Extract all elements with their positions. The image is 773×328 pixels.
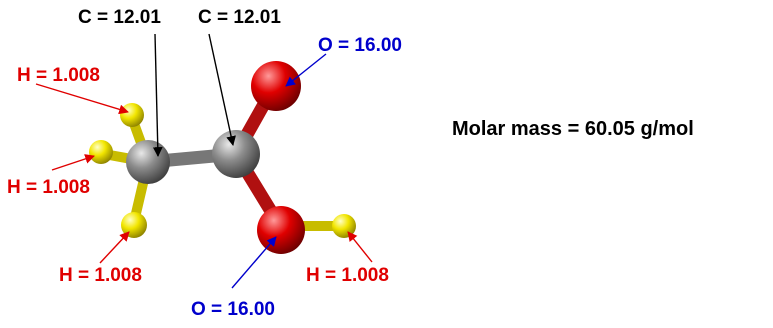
arrow-o-hydroxyl	[231, 236, 277, 289]
label-hydrogen-bottom: H = 1.008	[59, 265, 142, 286]
arrow-h-hydroxyl	[347, 231, 373, 263]
atom-hydrogen-left	[89, 140, 113, 164]
atom-carbon-carboxyl	[212, 130, 260, 178]
arrow-c-carboxyl	[208, 33, 236, 146]
molar-mass-text: Molar mass = 60.05 g/mol	[452, 118, 694, 140]
leader-arrows	[35, 33, 373, 289]
atom-oxygen-carbonyl	[251, 61, 301, 111]
atom-hydrogen-bottom	[121, 212, 147, 238]
arrow-h-left	[51, 154, 95, 171]
atom-oxygen-hydroxyl	[257, 206, 305, 254]
atom-hydrogen-hydroxyl	[332, 214, 356, 238]
label-carbon-methyl: C = 12.01	[78, 7, 161, 28]
label-carbon-carboxyl: C = 12.01	[198, 7, 281, 28]
arrow-c-methyl	[152, 33, 163, 157]
arrow-h-bottom	[99, 231, 130, 264]
label-oxygen-hydroxyl: O = 16.00	[191, 299, 275, 320]
arrow-o-carbonyl	[285, 53, 327, 87]
arrow-h-top	[35, 83, 129, 115]
label-hydrogen-left: H = 1.008	[7, 177, 90, 198]
atom-carbon-methyl	[126, 140, 170, 184]
label-oxygen-carbonyl: O = 16.00	[318, 35, 402, 56]
label-hydrogen-hydroxyl: H = 1.008	[306, 265, 389, 286]
atom-hydrogen-top	[120, 103, 144, 127]
label-hydrogen-top: H = 1.008	[17, 65, 100, 86]
